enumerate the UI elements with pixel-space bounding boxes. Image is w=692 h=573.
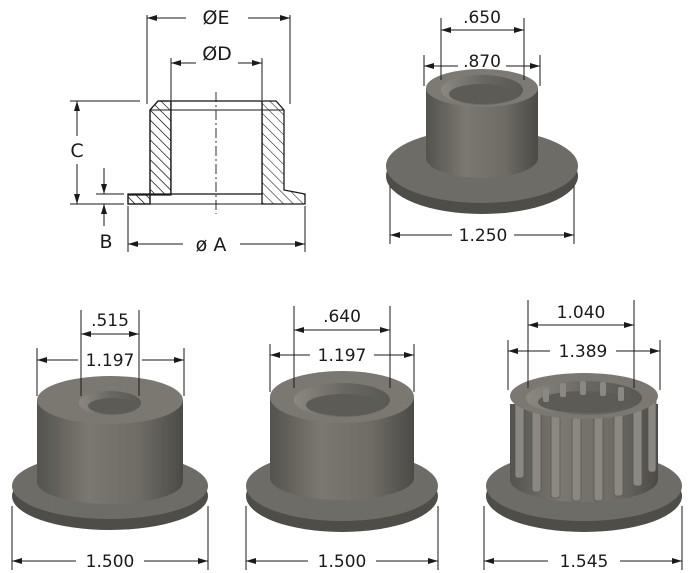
- b4-inner-ribs: [543, 381, 624, 402]
- b1-flange-value: 1.250: [459, 226, 508, 246]
- b1-flange-arrow-right: [564, 232, 574, 238]
- bushing-top-right: .650 .870 1.250: [386, 8, 578, 246]
- label-height-c: C: [70, 140, 83, 162]
- b1-inner-arrow-right: [514, 27, 524, 33]
- b2-flange-arrow-right: [198, 558, 208, 564]
- dim-c-arrow-top: [74, 101, 80, 111]
- b1-inner-value: .650: [463, 8, 501, 28]
- b2-flange-arrow-left: [12, 558, 22, 564]
- b4-outer-arrow-left: [508, 348, 518, 354]
- b4-flange-value: 1.545: [560, 552, 609, 572]
- dim-b-arrow-top: [101, 184, 107, 194]
- b1-inner-arrow-left: [441, 27, 451, 33]
- b3-inner-value: .640: [323, 307, 361, 327]
- b2-bore-inner: [88, 398, 136, 414]
- b2-outer-arrow-right: [174, 357, 184, 363]
- bushing-bottom-right: 1.040 1.389 1.545: [483, 300, 683, 572]
- b4-inner-arrow-right: [624, 322, 634, 328]
- b2-flange-value: 1.500: [86, 552, 135, 572]
- b2-outer-arrow-left: [37, 357, 47, 363]
- b4-ribs: [514, 389, 657, 502]
- b3-flange-arrow-left: [246, 558, 256, 564]
- dim-b-arrow-bottom: [101, 204, 107, 214]
- dim-d-arrow-right: [252, 60, 262, 66]
- section-left-outline: [127, 100, 172, 205]
- b2-inner-arrow-left: [81, 331, 91, 337]
- b2-outer-value: 1.197: [86, 351, 135, 371]
- b2-inner-arrow-right: [129, 331, 139, 337]
- b3-body: [270, 397, 414, 500]
- b3-outer-arrow-left: [270, 352, 280, 358]
- b1-flange-arrow-left: [390, 232, 400, 238]
- section-bore: [170, 100, 263, 195]
- b4-inner-value: 1.040: [557, 303, 606, 323]
- dim-a-arrow-right: [295, 241, 305, 247]
- b3-outer-arrow-right: [404, 352, 414, 358]
- b1-outer-value: .870: [463, 52, 501, 72]
- b2-body: [37, 400, 183, 504]
- label-dia-a: ø A: [196, 234, 227, 256]
- b3-inner-arrow-left: [294, 327, 304, 333]
- label-dia-e: ØE: [203, 7, 230, 29]
- b4-flange-arrow-left: [484, 558, 494, 564]
- b3-flange-value: 1.500: [318, 552, 367, 572]
- dim-c-arrow-bottom: [74, 194, 80, 204]
- dim-e-arrow-right: [280, 15, 290, 21]
- b4-inner-arrow-left: [528, 322, 538, 328]
- b3-flange-arrow-right: [428, 558, 438, 564]
- dim-d-arrow-left: [171, 60, 181, 66]
- b3-inner-arrow-right: [380, 327, 390, 333]
- b1-body: [426, 88, 538, 178]
- section-right-outline: [261, 100, 306, 205]
- bushing-bottom-left: .515 1.197 1.500: [11, 310, 209, 572]
- label-dia-d: ØD: [202, 43, 232, 65]
- b3-outer-value: 1.197: [318, 346, 367, 366]
- b1-outer-arrow-left: [424, 63, 434, 69]
- label-flange-b: B: [99, 231, 112, 253]
- b1-bore-inner: [449, 84, 515, 104]
- dim-e-arrow-left: [147, 15, 157, 21]
- b2-inner-value: .515: [91, 311, 129, 331]
- b3-bore-inner: [306, 394, 382, 416]
- b1-outer-arrow-right: [530, 63, 540, 69]
- b4-outer-arrow-right: [650, 348, 660, 354]
- dim-a-arrow-left: [128, 241, 138, 247]
- b4-flange-arrow-right: [672, 558, 682, 564]
- section-view: ØE ØD C B ø A: [70, 7, 306, 256]
- b4-outer-value: 1.389: [559, 342, 608, 362]
- bushing-bottom-middle: .640 1.197 1.500: [245, 306, 439, 572]
